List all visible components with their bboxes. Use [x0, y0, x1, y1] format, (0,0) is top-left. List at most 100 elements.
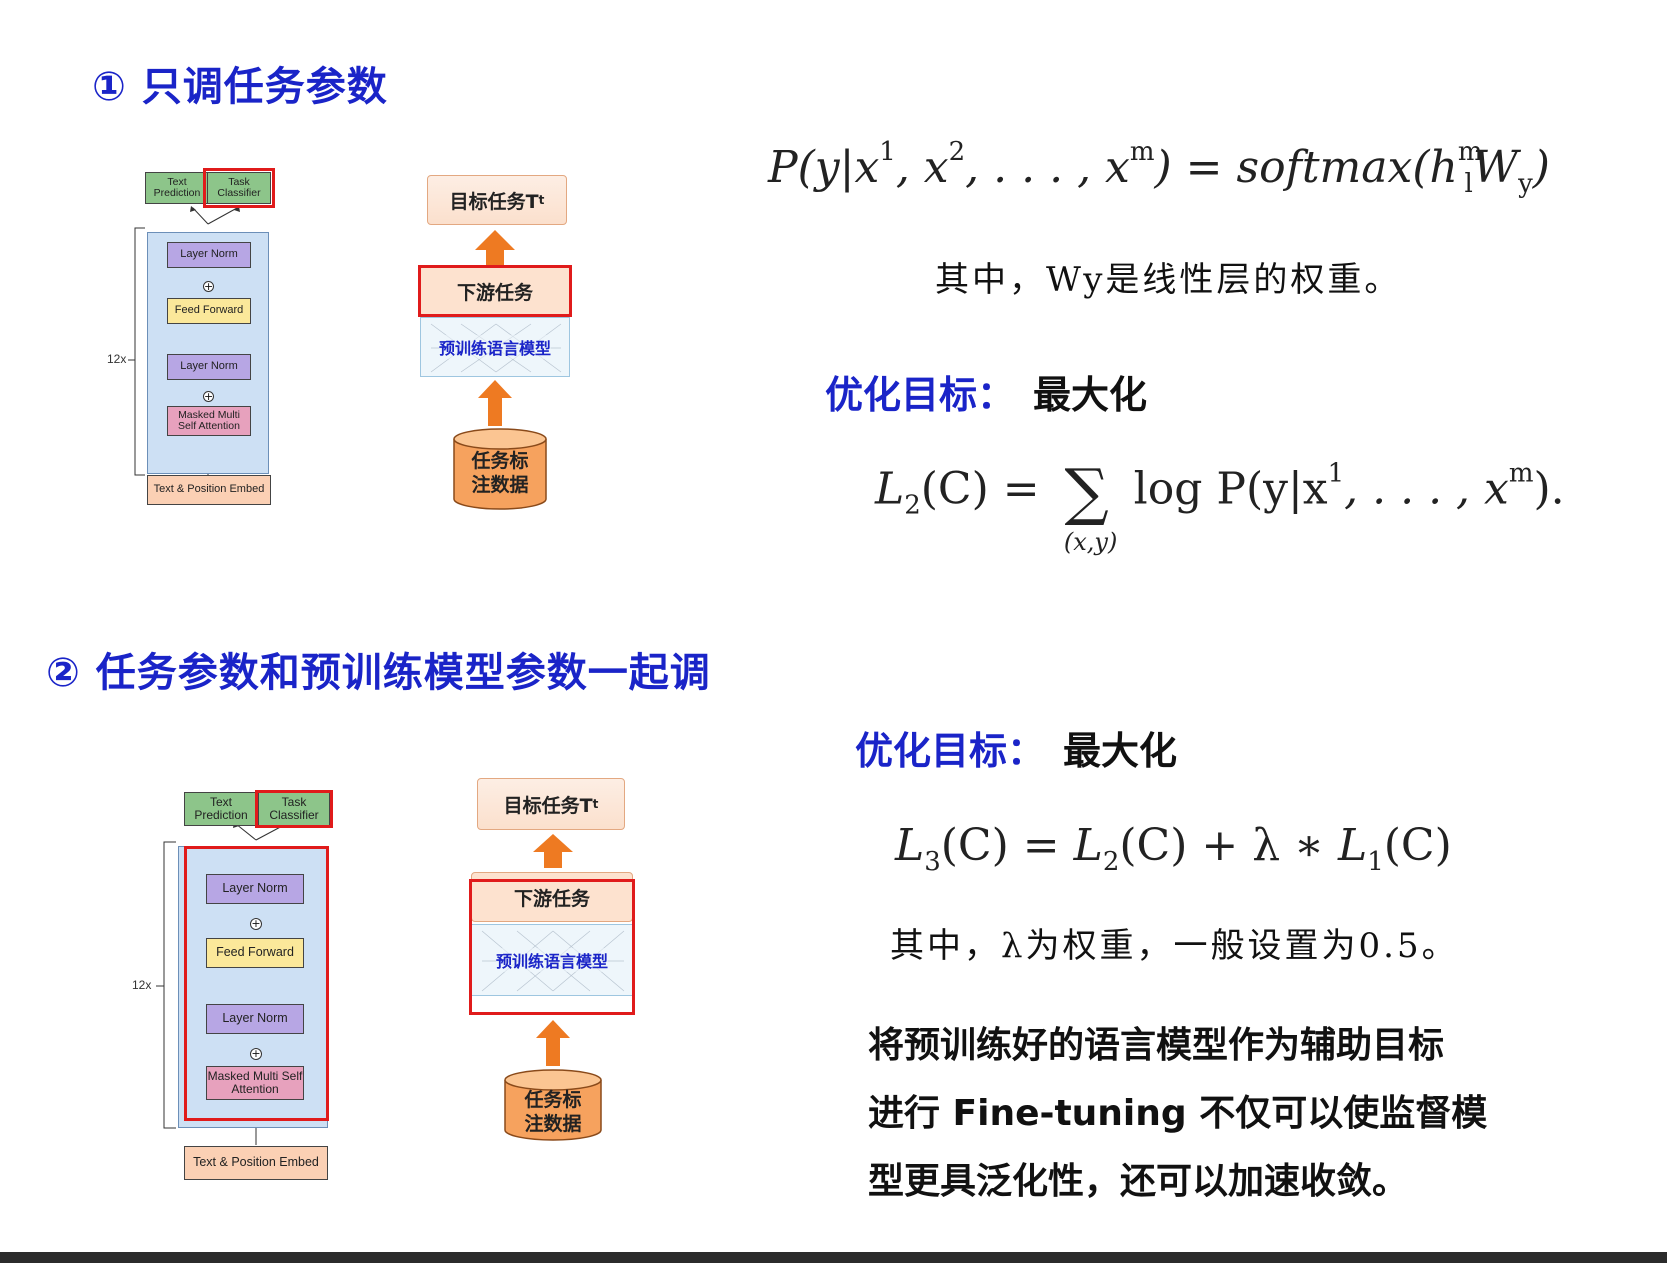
residual-add-icon: + [250, 917, 262, 930]
text-position-embed-box: Text & Position Embed [147, 475, 271, 505]
labeled-data-label: 任务标 注数据 [452, 449, 548, 497]
formula-sup1: 1 [879, 137, 896, 167]
loss2-L: L [1073, 820, 1103, 871]
formula-rhs: ) = softmax(h [1154, 142, 1458, 193]
arrow-up-icon [478, 380, 512, 426]
labeled-data-label: 任务标 注数据 [503, 1088, 603, 1136]
downstream-task-highlight [418, 265, 572, 317]
pretrained-model-box: 预训练语言模型 [420, 317, 570, 377]
database-icon [453, 428, 547, 510]
text-prediction-box: Text Prediction [145, 172, 209, 204]
loss3-sub: 3 [924, 847, 941, 877]
arrow-up-icon [536, 1020, 570, 1066]
labeled-data-line2: 注数据 [524, 1113, 582, 1135]
formula-rhs-sub: l [1464, 169, 1473, 199]
labeled-data-line2: 注数据 [471, 474, 529, 496]
downstream-and-model-highlight [469, 879, 635, 1015]
formula-supm: m [1129, 137, 1155, 167]
loss-arg: (C) = [920, 463, 1040, 515]
weight-note: 其中，Wy是线性层的权重。 [935, 260, 1402, 300]
loss-L-sub: 2 [904, 490, 921, 521]
formula-sup2: 2 [948, 137, 966, 167]
loss3-part3: (C) [1383, 820, 1452, 871]
downstream-task-box: 下游任务 [418, 267, 572, 315]
summary-text: 将预训练好的语言模型作为辅助目标 进行 Fine-tuning 不仅可以使监督模… [868, 1012, 1487, 1216]
loss3-part2: (C) + λ ∗ [1119, 820, 1338, 871]
masked-attention-box: Masked Multi Self Attention [206, 1066, 304, 1100]
feed-forward-box: Feed Forward [167, 298, 251, 324]
task-classifier-highlight [255, 790, 333, 828]
formula-W-sub: y [1518, 169, 1533, 199]
arrow-up-icon [533, 834, 573, 868]
pretrained-model-label: 预训练语言模型 [495, 948, 608, 972]
masked-attention-box: Masked Multi Self Attention [167, 406, 251, 436]
lambda-note: 其中，λ为权重，一般设置为0.5。 [890, 926, 1459, 966]
transformer-block-highlight [184, 846, 329, 1121]
formula-mid: , . . . , x [965, 142, 1130, 193]
database-icon [504, 1069, 602, 1141]
loss-l3-formula: L3(C) = L2(C) + λ ∗ L1(C) [895, 820, 1452, 875]
softmax-formula: P(y|x1, x2, . . . , xm) = softmax(hmlWy) [768, 139, 1550, 197]
formula-rhs-sup: m [1457, 137, 1483, 167]
loss-L: L [875, 463, 905, 515]
target-task-label: 目标任务T [449, 190, 539, 213]
formula-end: ) [1532, 142, 1550, 193]
repeat-count-label: 12x [107, 352, 127, 366]
summary-line-1: 将预训练好的语言模型作为辅助目标 [868, 1025, 1445, 1066]
labeled-data-cylinder: 任务标 注数据 [452, 427, 548, 511]
layer-norm-bottom: Layer Norm [167, 354, 251, 380]
objective-label: 优化目标： [855, 729, 1046, 773]
section1-heading: ① 只调任务参数 [92, 64, 388, 110]
summary-line-3: 型更具泛化性，还可以加速收敛。 [868, 1161, 1409, 1202]
target-task-label: 目标任务T [503, 794, 593, 817]
loss3-part1: (C) = [940, 820, 1074, 871]
formula-args: (y|x [797, 142, 880, 193]
layer-norm-top: Layer Norm [206, 874, 304, 904]
task-classifier-box: Task Classifier [258, 792, 330, 826]
loss1-sub: 1 [1367, 847, 1384, 877]
objective-line-2: 优化目标： 最大化 [855, 720, 1177, 775]
loss-mid: , . . . , x [1344, 463, 1509, 515]
loss-l2-formula: L2(C) = ∑(x,y) log P(y|x1, . . . , xm). [875, 458, 1565, 557]
pretrained-model-label: 预训练语言模型 [438, 335, 551, 359]
feed-forward-box: Feed Forward [206, 938, 304, 968]
formula-x2: , x [895, 142, 949, 193]
loss3-L: L [895, 820, 925, 871]
loss-sup1: 1 [1327, 458, 1345, 489]
transformer-block [147, 232, 269, 474]
summation: ∑(x,y) [1054, 461, 1120, 557]
labeled-data-line1: 任务标 [471, 450, 529, 472]
transformer-diagram-2: Text Prediction Task Classifier Layer No… [118, 790, 363, 1190]
objective-line-1: 优化目标： 最大化 [825, 364, 1147, 419]
loss1-L: L [1337, 820, 1368, 871]
text-position-embed-box: Text & Position Embed [184, 1146, 328, 1180]
target-task-subscript: t [592, 797, 599, 811]
section2-heading: ② 任务参数和预训练模型参数一起调 [46, 650, 711, 696]
formula-P: P [768, 142, 798, 193]
objective-label: 优化目标： [825, 373, 1016, 417]
text-prediction-box: Text Prediction [184, 792, 258, 826]
loss-end: ). [1533, 463, 1565, 515]
summation-index: (x,y) [1063, 528, 1118, 556]
layer-norm-bottom: Layer Norm [206, 1004, 304, 1034]
objective-value: 最大化 [1033, 373, 1148, 417]
repeat-count-label: 12x [132, 978, 152, 992]
formula-W: W [1472, 142, 1519, 193]
loss2-sub: 2 [1102, 847, 1120, 877]
target-task-subscript: t [538, 193, 545, 207]
pretrained-model-box: 预训练语言模型 [471, 924, 633, 996]
layer-norm-top: Layer Norm [167, 242, 251, 268]
residual-add-icon: + [203, 280, 214, 293]
task-classifier-box: Task Classifier [207, 172, 271, 204]
objective-value: 最大化 [1063, 729, 1178, 773]
residual-add-icon: + [203, 390, 214, 403]
summary-line-2: 进行 Fine-tuning 不仅可以使监督模 [868, 1093, 1488, 1134]
residual-add-icon: + [250, 1047, 262, 1060]
arrow-up-icon [475, 230, 515, 268]
loss-supm: m [1508, 458, 1534, 489]
labeled-data-line1: 任务标 [524, 1089, 582, 1111]
